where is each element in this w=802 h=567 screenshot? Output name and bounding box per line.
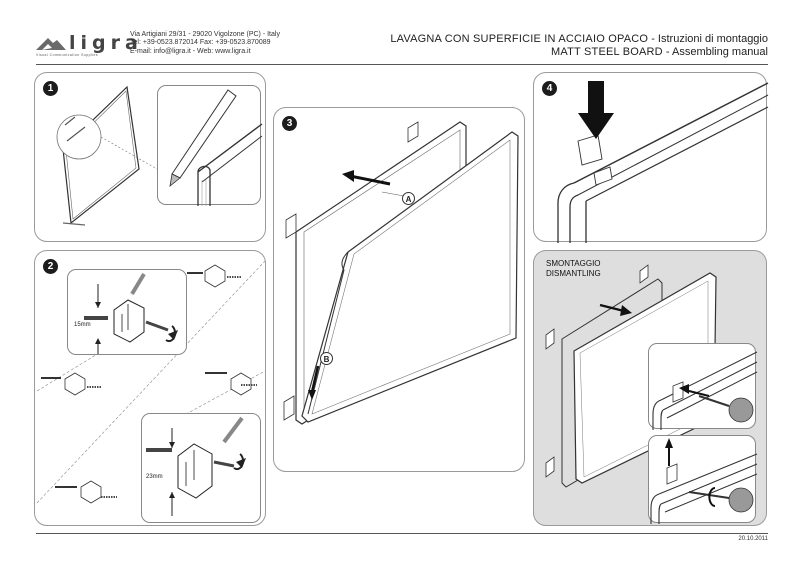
step-3-panel: 3 A B — [273, 107, 525, 472]
footer-divider — [36, 533, 768, 534]
title-english-rest: - Assembling manual — [662, 46, 768, 58]
step-1-detail — [157, 85, 263, 206]
title-italian-bold: LAVAGNA CON SUPERFICIE IN ACCIAIO OPACO — [390, 33, 649, 45]
address-line: Via Artigiani 29/31 - 29020 Vigolzone (P… — [130, 31, 280, 38]
company-address: Via Artigiani 29/31 - 29020 Vigolzone (P… — [130, 31, 330, 56]
bracket-mount-detail-top — [84, 272, 178, 354]
step-3-number: 3 — [282, 116, 297, 131]
brand-name: ligra — [69, 32, 143, 54]
bracket-small-icon — [41, 372, 101, 396]
step-1-number: 1 — [43, 81, 58, 96]
logo: ligra Visual Communication Supplies — [36, 32, 138, 60]
label-b: B — [320, 352, 333, 365]
release-hook-detail — [652, 351, 758, 430]
logo-mountain-icon — [36, 38, 66, 50]
title-italian-rest: - Istruzioni di montaggio — [648, 33, 768, 45]
bracket-small-icon — [187, 264, 241, 288]
dismantling-italian: SMONTAGGIO — [546, 259, 601, 268]
step-1-panel: 1 — [34, 72, 266, 242]
address-line: Tel: +39-0523.872014 Fax: +39-0523.87008… — [130, 39, 271, 47]
title-english: MATT STEEL BOARD - Assembling manual — [551, 46, 768, 58]
step-2-detail-top: 15mm — [67, 269, 187, 355]
bracket-mount-detail-bottom — [146, 416, 246, 516]
dismantling-panel: SMONTAGGIO DISMANTLING — [533, 250, 767, 526]
dismantling-detail-bottom — [648, 435, 758, 524]
pencil-detail-icon — [169, 89, 263, 206]
step-2-number: 2 — [43, 259, 58, 274]
document-date: 20.10.2011 — [738, 536, 768, 542]
bracket-small-icon — [55, 480, 117, 504]
brand-tagline: Visual Communication Supplies — [36, 53, 99, 57]
title-english-bold: MATT STEEL BOARD — [551, 46, 663, 58]
label-a: A — [402, 192, 415, 205]
title-italian: LAVAGNA CON SUPERFICIE IN ACCIAIO OPACO … — [390, 33, 768, 45]
step-4-panel: 4 — [533, 72, 769, 243]
dismantling-english: DISMANTLING — [546, 268, 601, 278]
dismantling-detail-top — [648, 343, 758, 430]
unscrew-detail — [650, 438, 758, 524]
measure-15mm: 15mm — [74, 322, 91, 328]
address-line: E-mail: info@ligra.it - Web: www.ligra.i… — [130, 47, 251, 55]
dismantling-title: SMONTAGGIO DISMANTLING — [546, 259, 601, 278]
step-4-number: 4 — [542, 81, 557, 96]
measure-23mm: 23mm — [146, 474, 163, 480]
step-2-detail-bottom: 23mm — [141, 413, 261, 523]
bracket-small-icon — [205, 372, 257, 396]
header-divider — [36, 64, 768, 65]
step-2-panel: 2 — [34, 250, 266, 526]
step-4-illustration — [557, 81, 769, 243]
step-3-illustration — [283, 121, 519, 425]
